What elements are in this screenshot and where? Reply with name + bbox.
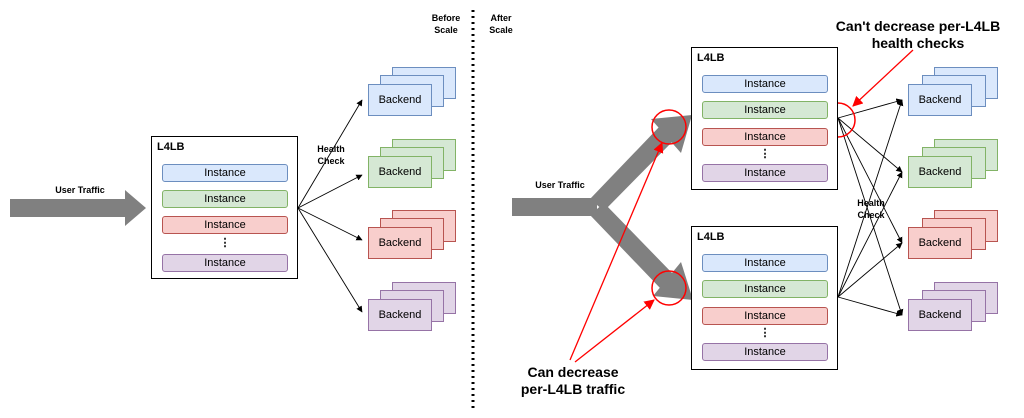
split-traffic-arrow	[512, 115, 693, 300]
user-traffic-label-right: User Traffic	[535, 180, 585, 190]
backend-label: Backend	[918, 166, 962, 178]
instance-item: Instance	[162, 164, 288, 182]
before-scale-label: Before Scale	[431, 13, 461, 35]
annotation-arrows	[569, 49, 914, 363]
instance-ellipsis: ⋮	[759, 327, 771, 339]
backend-label: Backend	[378, 237, 422, 249]
instance-item: Instance	[702, 343, 828, 361]
can-decrease-annotation: Can decrease per-L4LB traffic	[520, 364, 626, 397]
backend-label: Backend	[918, 309, 962, 321]
instance-item: Instance	[702, 164, 828, 182]
l4lb-box-before: L4LB Instance Instance Instance ⋮ Instan…	[151, 136, 298, 279]
backend-label: Backend	[918, 94, 962, 106]
user-traffic-arrow	[10, 190, 146, 226]
instance-item: Instance	[702, 307, 828, 325]
health-check-label-left: Health Check	[317, 144, 345, 166]
traffic-highlight-circle-top	[651, 109, 687, 145]
instance-item: Instance	[702, 128, 828, 146]
instance-item: Instance	[162, 190, 288, 208]
instance-item: Instance	[702, 280, 828, 298]
left-health-check-lines	[297, 99, 363, 313]
l4lb-title: L4LB	[697, 231, 725, 243]
backend-label: Backend	[378, 166, 422, 178]
right-health-check-lines	[837, 98, 904, 317]
instance-item: Instance	[162, 216, 288, 234]
instance-item: Instance	[702, 101, 828, 119]
instance-item: Instance	[702, 75, 828, 93]
user-traffic-label-left: User Traffic	[55, 185, 105, 195]
health-check-label-right: Health Check	[857, 198, 885, 220]
instance-ellipsis: ⋮	[759, 148, 771, 160]
l4lb-title: L4LB	[157, 141, 185, 153]
traffic-highlight-circle-bottom	[651, 270, 687, 306]
l4lb-title: L4LB	[697, 52, 725, 64]
l4lb-box-after-2: L4LB Instance Instance Instance ⋮ Instan…	[691, 226, 838, 370]
backend-label: Backend	[378, 94, 422, 106]
instance-item: Instance	[702, 254, 828, 272]
l4lb-box-after-1: L4LB Instance Instance Instance ⋮ Instan…	[691, 47, 838, 190]
cant-decrease-annotation: Can't decrease per-L4LB health checks	[835, 18, 1001, 51]
backend-label: Backend	[378, 309, 422, 321]
instance-ellipsis: ⋮	[219, 237, 231, 249]
backend-label: Backend	[918, 237, 962, 249]
instance-item: Instance	[162, 254, 288, 272]
after-scale-label: After Scale	[489, 13, 513, 35]
